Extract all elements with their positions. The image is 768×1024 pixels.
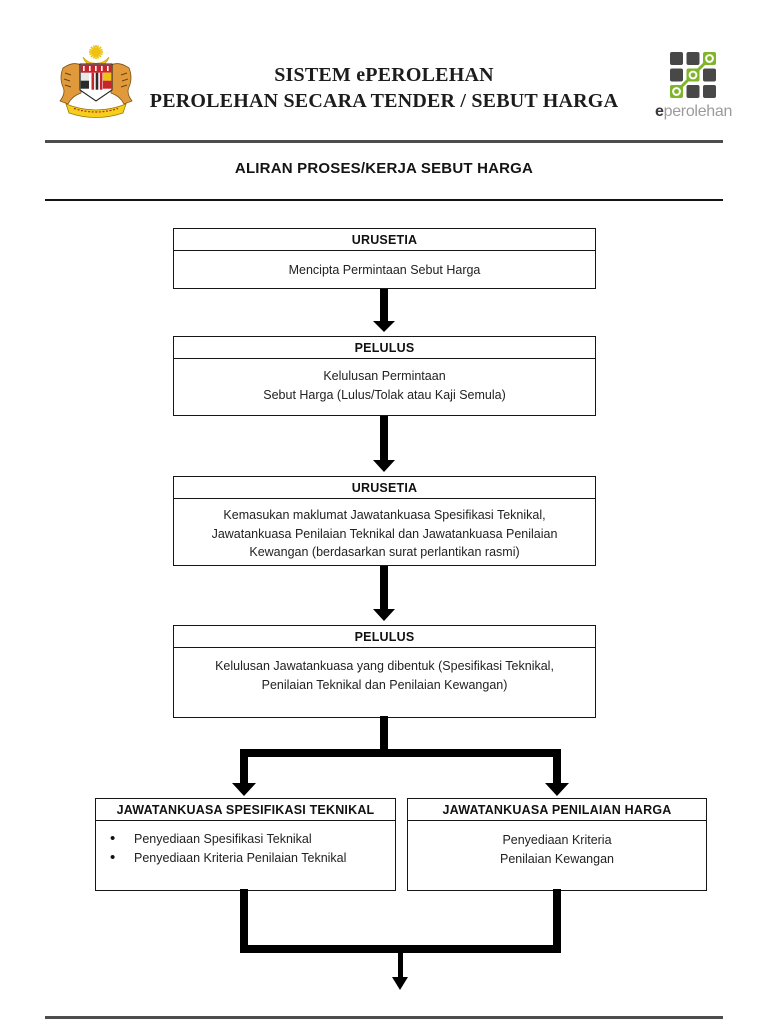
arrow-2-shaft [380, 416, 388, 461]
flow-box-body-line: Jawatankuasa Penilaian Teknikal dan Jawa… [211, 526, 558, 541]
page-title: ALIRAN PROSES/KERJA SEBUT HARGA [234, 160, 534, 177]
eperolehan-logo-text: eperolehan [655, 103, 733, 120]
eperolehan-logo-text-bold: e [655, 103, 664, 120]
arrow-1-head [373, 321, 395, 332]
coat-of-arms-icon [54, 44, 138, 124]
merge-right-connector [553, 889, 561, 953]
flow-box-body-line: Kemasukan maklumat Jawatankuasa Spesifik… [223, 508, 546, 522]
flow-box-header: PELULUS [174, 626, 595, 648]
footer-divider-line [45, 1016, 723, 1019]
arrow-3-head [373, 609, 395, 621]
flow-box-header: JAWATANKUASA SPESIFIKASI TEKNIKAL [96, 799, 395, 821]
flow-box-pelulus-1: PELULUS Kelulusan Permintaan Sebut Harga… [173, 336, 596, 416]
merge-left-connector [240, 889, 248, 953]
arrow-2-head [373, 460, 395, 472]
document-title-line2: PEROLEHAN SECARA TENDER / SEBUT HARGA [149, 90, 619, 112]
branch-right-arrow-shaft [553, 749, 561, 784]
flow-box-body-line: Kelulusan Permintaan [323, 369, 446, 383]
flow-box-body-line: Penilaian Teknikal dan Penilaian Kewanga… [261, 677, 508, 692]
flow-box-header: PELULUS [174, 337, 595, 359]
bullet-item: Penyediaan Spesifikasi Teknikal [110, 829, 395, 849]
flow-box-body-line: Penilaian Kewangan [500, 851, 614, 866]
flow-box-body-line: Sebut Harga (Lulus/Tolak atau Kaji Semul… [263, 387, 506, 402]
flow-box-header: URUSETIA [174, 477, 595, 499]
split-connector-stub [380, 716, 388, 757]
flow-box-body: Penyediaan Kriteria Penilaian Kewangan [408, 821, 706, 868]
flow-box-header: JAWATANKUASA PENILAIAN HARGA [408, 799, 706, 821]
flow-box-header: URUSETIA [174, 229, 595, 251]
flow-box-body-line: Kewangan (berdasarkan surat perlantikan … [249, 545, 520, 559]
flow-box-jk-penilaian-harga: JAWATANKUASA PENILAIAN HARGA Penyediaan … [407, 798, 707, 891]
branch-right-arrow-head [545, 783, 569, 796]
eperolehan-logo-text-rest: perolehan [663, 103, 733, 120]
branch-left-arrow-shaft [240, 749, 248, 784]
branch-left-arrow-head [232, 783, 256, 796]
flow-box-body-line: Penyediaan Kriteria [502, 833, 612, 847]
exit-arrow-head [392, 977, 408, 990]
eperolehan-logo: eperolehan [655, 52, 733, 120]
flow-box-urusetia-1: URUSETIA Mencipta Permintaan Sebut Harga [173, 228, 596, 289]
header-divider-line [45, 140, 723, 143]
eperolehan-grid-icon [670, 52, 716, 98]
flow-box-urusetia-2: URUSETIA Kemasukan maklumat Jawatankuasa… [173, 476, 596, 566]
merge-connector-bar [240, 945, 561, 953]
document-title: SISTEM ePEROLEHAN PEROLEHAN SECARA TENDE… [0, 62, 768, 114]
flow-box-body: Kemasukan maklumat Jawatankuasa Spesifik… [174, 499, 595, 562]
flow-box-body: Kelulusan Jawatankuasa yang dibentuk (Sp… [174, 648, 595, 694]
exit-arrow-shaft [398, 953, 403, 978]
flow-box-body: Kelulusan Permintaan Sebut Harga (Lulus/… [174, 359, 595, 404]
flow-box-body: Mencipta Permintaan Sebut Harga [174, 251, 595, 280]
document-title-line1: SISTEM ePEROLEHAN [274, 64, 494, 86]
flow-box-body-line: Kelulusan Jawatankuasa yang dibentuk (Sp… [215, 659, 554, 673]
arrow-3-shaft [380, 566, 388, 610]
flow-box-body-line: Mencipta Permintaan Sebut Harga [288, 263, 481, 277]
bullet-item: Penyediaan Kriteria Penilaian Teknikal [110, 848, 395, 868]
flow-box-pelulus-2: PELULUS Kelulusan Jawatankuasa yang dibe… [173, 625, 596, 718]
split-connector-bar [240, 749, 561, 757]
flow-box-bullet-list: Penyediaan Spesifikasi Teknikal Penyedia… [96, 829, 395, 868]
arrow-1-shaft [380, 289, 388, 322]
flow-box-jk-spesifikasi-teknikal: JAWATANKUASA SPESIFIKASI TEKNIKAL Penyed… [95, 798, 396, 891]
title-divider-line [45, 199, 723, 201]
